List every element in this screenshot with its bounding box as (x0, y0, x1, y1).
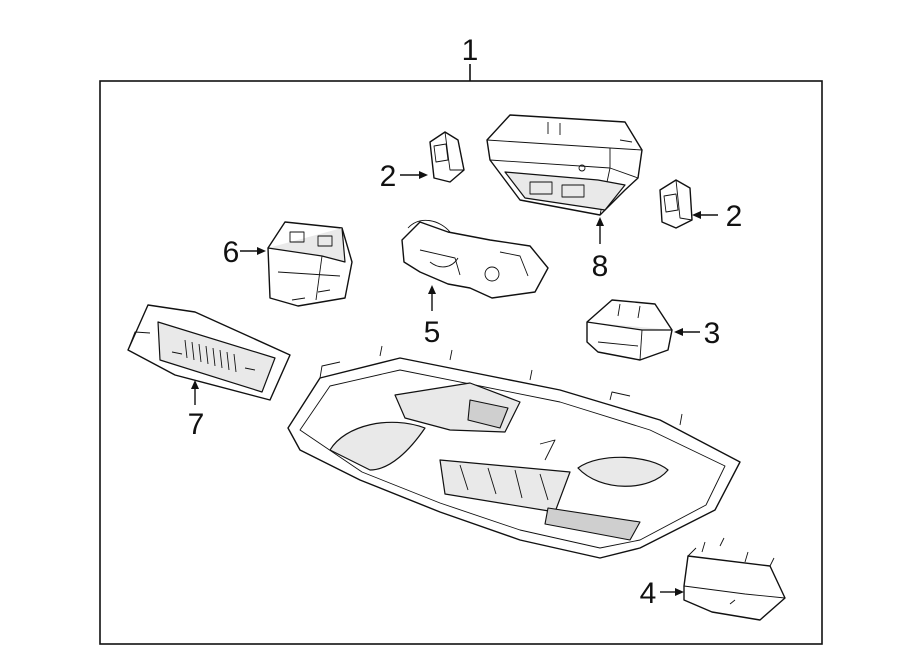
callout-5-label: 4 (640, 577, 657, 610)
callout-2a-label: 2 (380, 160, 397, 193)
control-panel-icon (127, 304, 291, 401)
module-icon (486, 114, 643, 216)
callout-8-arrowhead (596, 217, 604, 226)
callout-4-label: 5 (424, 316, 441, 349)
diagram-frame (99, 80, 823, 645)
lamp-icon (683, 537, 786, 621)
callout-6-arrowhead (257, 247, 266, 255)
callout-1-label: 1 (462, 34, 479, 67)
callout-2a-arrowhead (419, 171, 428, 179)
callout-7-label: 7 (188, 408, 205, 441)
callout-2b-arrowhead (692, 211, 701, 219)
switch-module-icon (586, 299, 673, 361)
callout-2b-label: 2 (726, 200, 743, 233)
callout-7-arrowhead (191, 380, 199, 389)
clip-icon (659, 179, 693, 229)
callout-8-label: 8 (592, 250, 609, 283)
overhead-console-housing-icon (287, 345, 741, 559)
callout-5-arrowhead (675, 588, 684, 596)
callout-6-label: 6 (223, 236, 240, 269)
switch-icon (267, 221, 353, 307)
bracket-icon (401, 219, 549, 299)
clip-icon (429, 131, 465, 183)
callout-4-arrowhead (428, 285, 436, 294)
callout-3-label: 3 (704, 317, 721, 350)
callout-3-arrowhead (674, 328, 683, 336)
